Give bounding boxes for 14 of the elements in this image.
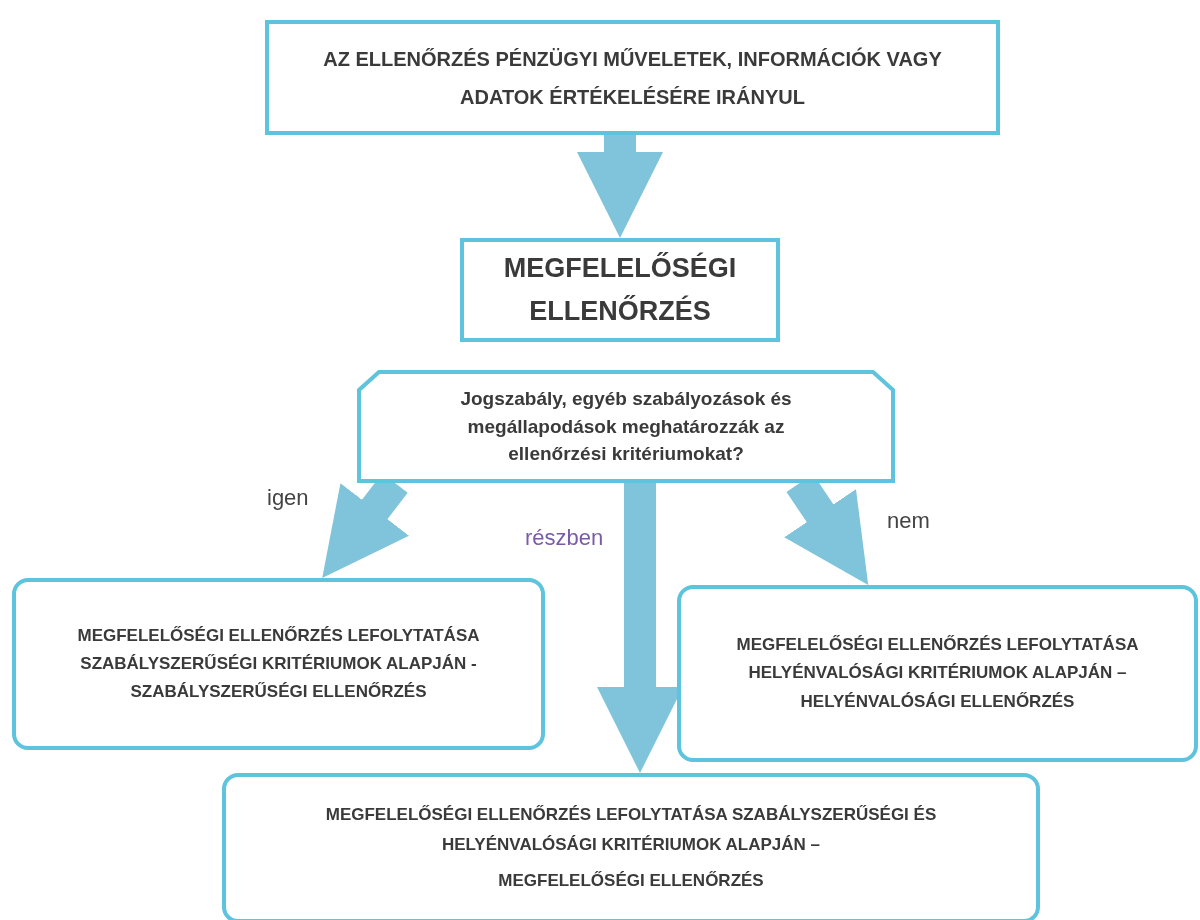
- process-box: [460, 238, 780, 342]
- box-text: MEGFELELŐSÉGI ELLENŐRZÉS: [503, 251, 737, 328]
- box-text: AZ ELLENŐRZÉS PÉNZÜGYI MŰVELETEK, INFORMÁCIÓK VAGY ADATOK ÉRTÉKELÉSÉRE IRÁNYUL: [322, 46, 943, 110]
- box-text: MEGFELELŐSÉGI ELLENŐRZÉS LEFOLYTATÁSA SZABÁLYSZERŰSÉGI ÉS HELYÉNVALÓSÁGI KRITÉRIUMOK ALAPJÁN –: [324, 804, 938, 857]
- result-box: [677, 585, 1198, 762]
- result-box: [222, 773, 1040, 920]
- box-text: MEGFELELŐSÉGI ELLENŐRZÉS LEFOLYTATÁSA SZABÁLYSZERŰSÉGI KRITÉRIUMOK ALAPJÁN - SZABÁLYSZERŰSÉGI ELLENŐRZÉS: [76, 624, 481, 703]
- process-box: [265, 20, 1000, 135]
- result-box: [12, 578, 545, 750]
- box-text: MEGFELELŐSÉGI ELLENŐRZÉS LEFOLYTATÁSA HELYÉNVALÓSÁGI KRITÉRIUMOK ALAPJÁN – HELYÉNVALÓSÁGI ELLENŐRZÉS: [735, 634, 1140, 713]
- box-text: MEGFELELŐSÉGI ELLENŐRZÉS: [498, 869, 764, 892]
- decision-box: [357, 370, 895, 483]
- block-arrow: [576, 134, 664, 238]
- box-text: Jogszabály, egyéb szabályozások és megállapodások meghatározzák az ellenőrzési kritériumokat?: [459, 387, 793, 467]
